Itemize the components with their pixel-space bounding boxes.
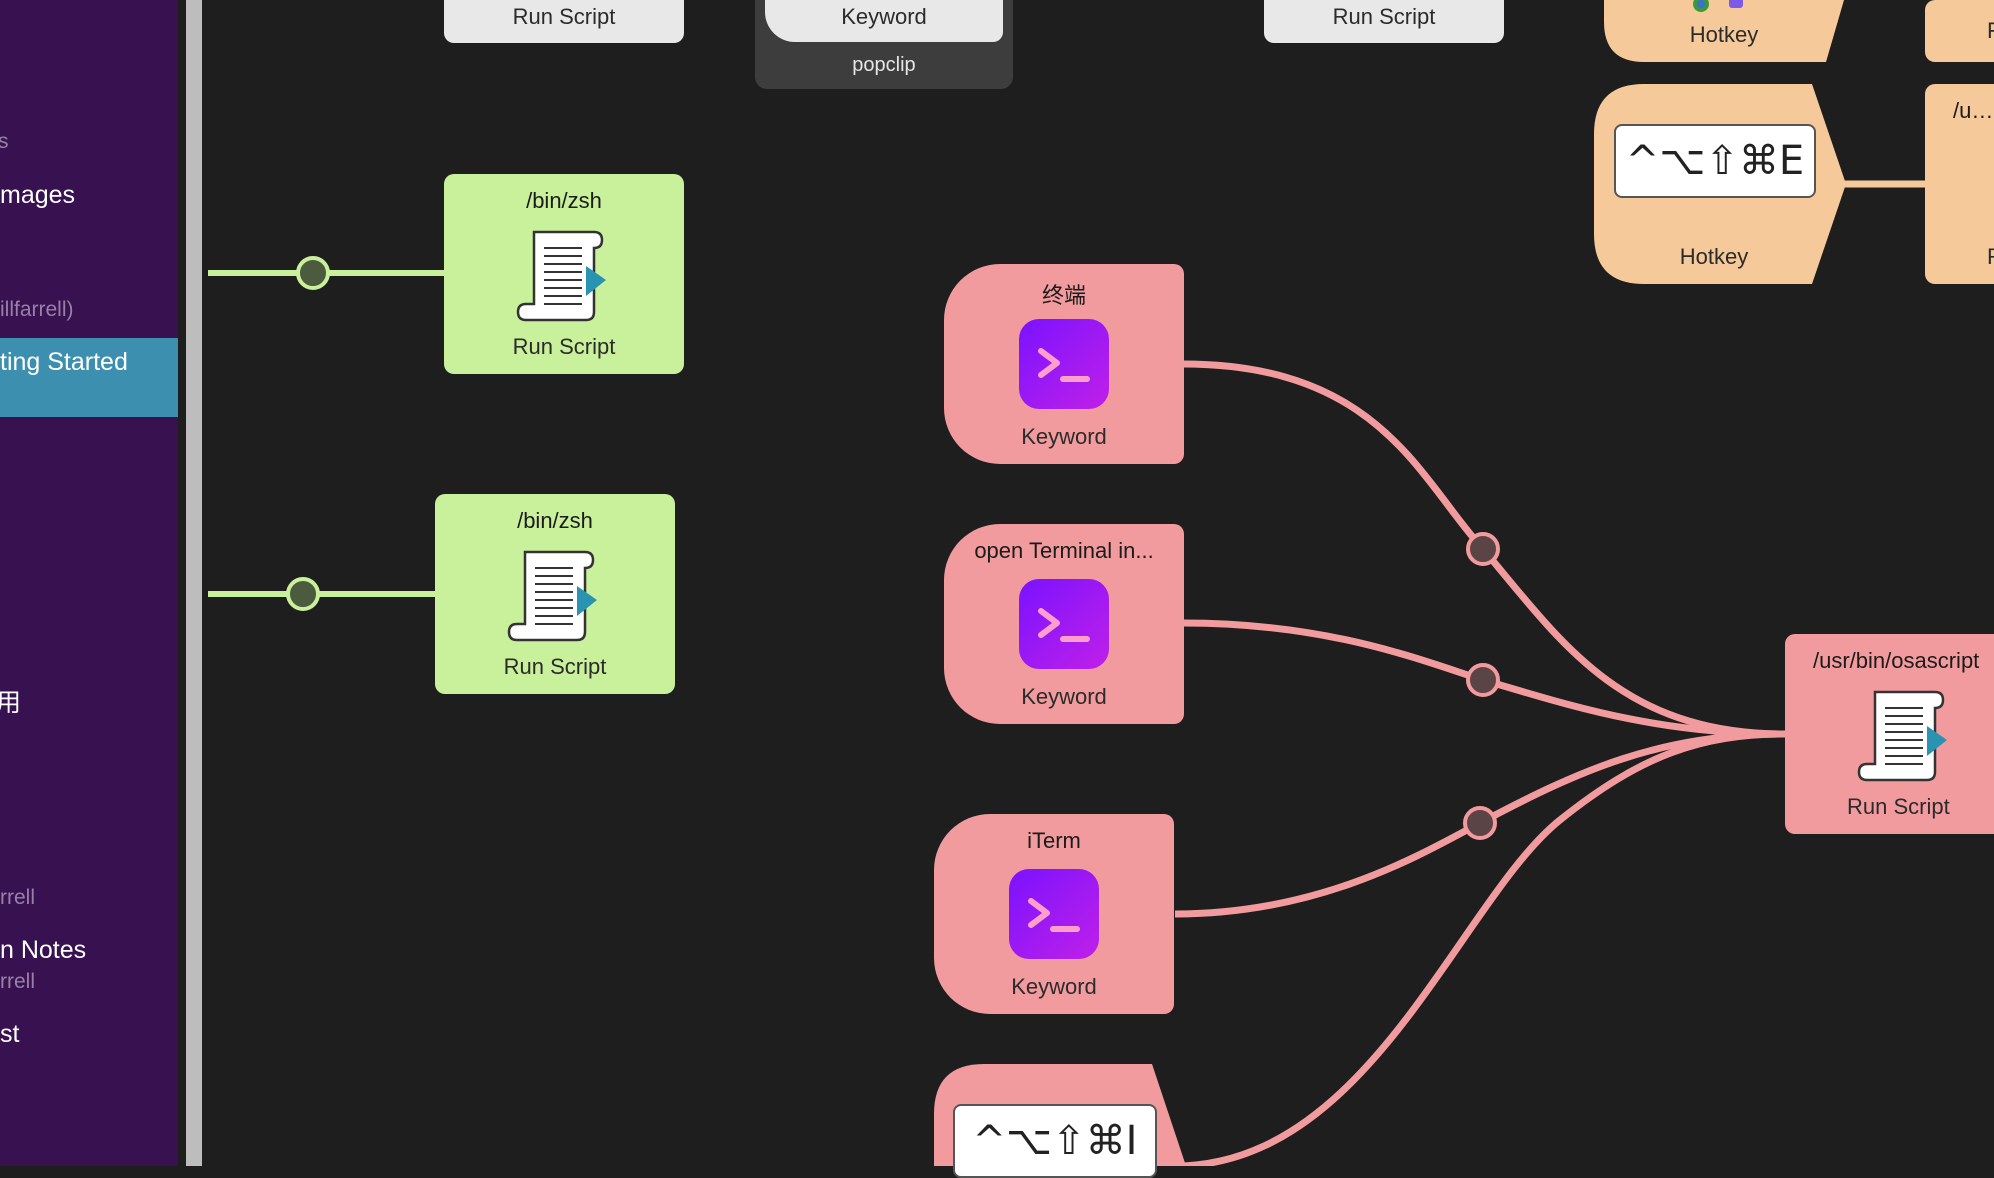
wire-junction[interactable] xyxy=(1466,663,1500,697)
node-label: Hotkey xyxy=(1689,22,1759,47)
node-label: Run Script xyxy=(512,4,616,29)
sidebar-item-partial[interactable]: 用 xyxy=(0,689,22,717)
sidebar-item-sub: s xyxy=(0,130,9,153)
node-label: Keyword xyxy=(1011,974,1097,999)
node-title: /usr/bin/osascript xyxy=(1813,648,1980,673)
node-label: Keyword xyxy=(1021,684,1107,709)
node-title: /usr/ xyxy=(1953,98,1994,123)
sidebar-item-images[interactable]: mages xyxy=(0,181,76,209)
node-label: F xyxy=(1987,18,1994,43)
script-icon xyxy=(507,550,597,642)
sidebar-item-label: ting Started xyxy=(0,348,128,376)
node-title: /bin/zsh xyxy=(517,508,593,533)
pink-wire xyxy=(1174,730,1786,1166)
script-icon xyxy=(1857,690,1947,782)
run-script-node[interactable]: /usr/bin/osascript Run Script xyxy=(1785,634,1994,834)
popclip-group[interactable]: Keyword popclip xyxy=(755,0,1013,89)
keyword-node[interactable]: Keyword xyxy=(765,0,1003,42)
sidebar-item-list[interactable]: st xyxy=(0,1020,20,1048)
hotkey-combo[interactable]: ^⌥⇧⌘E xyxy=(1614,124,1816,198)
hotkey-label-wrap: Hotkey xyxy=(1594,244,1834,274)
node-title: open Terminal in... xyxy=(974,538,1154,563)
node-label: Run Script xyxy=(512,334,616,359)
node-title: /bin/zsh xyxy=(526,188,602,213)
wire-junction[interactable] xyxy=(296,256,330,290)
node-label: Run Script xyxy=(1332,4,1436,29)
terminal-icon xyxy=(1019,579,1109,669)
node-title: 终端 xyxy=(1041,283,1086,308)
keyword-node[interactable]: 终端 Keyword xyxy=(944,264,1184,464)
run-script-node[interactable]: /bin/zsh Run Script xyxy=(435,494,675,694)
node-label: Hotkey xyxy=(1679,244,1749,269)
terminal-icon xyxy=(1019,319,1109,409)
run-script-node[interactable]: Run Script xyxy=(444,0,684,43)
keyword-node[interactable]: open Terminal in... Keyword xyxy=(944,524,1184,724)
node-label: Run Script xyxy=(1847,794,1950,819)
wire-junction[interactable] xyxy=(1463,806,1497,840)
run-script-node-partial[interactable]: /usr/ R xyxy=(1925,84,1994,284)
keyword-node[interactable]: iTerm Keyword xyxy=(934,814,1174,1014)
node-label: Keyword xyxy=(841,4,927,29)
node-label: Keyword xyxy=(1021,424,1107,449)
node-label: Run Script xyxy=(503,654,607,679)
app-icon xyxy=(1729,0,1743,8)
run-script-node[interactable]: Run Script xyxy=(1264,0,1504,43)
script-icon xyxy=(516,230,606,322)
terminal-icon xyxy=(1009,869,1099,959)
hotkey-combo[interactable]: ^⌥⇧⌘I xyxy=(953,1104,1157,1178)
sidebar-item-sub: illfarrell) xyxy=(0,298,74,321)
hotkey-node-top[interactable] xyxy=(1604,0,1844,64)
run-script-node[interactable]: /bin/zsh Run Script xyxy=(444,174,684,374)
sidebar-item-sub: rrell xyxy=(0,886,35,909)
split-divider[interactable] xyxy=(186,0,202,1166)
workflow-sidebar: s mages illfarrell) ting Started 用 rrell… xyxy=(0,0,178,1166)
node-title: iTerm xyxy=(1027,828,1081,853)
node-label: R xyxy=(1925,244,1994,270)
sidebar-item-sub: rrell xyxy=(0,970,35,993)
wire-junction[interactable] xyxy=(1466,532,1500,566)
hotkey-top-label-wrap: Hotkey xyxy=(1604,22,1844,52)
group-label: popclip xyxy=(852,54,916,76)
run-script-node-partial[interactable]: F xyxy=(1925,0,1994,62)
wire-junction[interactable] xyxy=(286,577,320,611)
sidebar-item-getting-started[interactable]: ting Started xyxy=(0,338,178,417)
sidebar-item-notes[interactable]: n Notes xyxy=(0,936,87,964)
